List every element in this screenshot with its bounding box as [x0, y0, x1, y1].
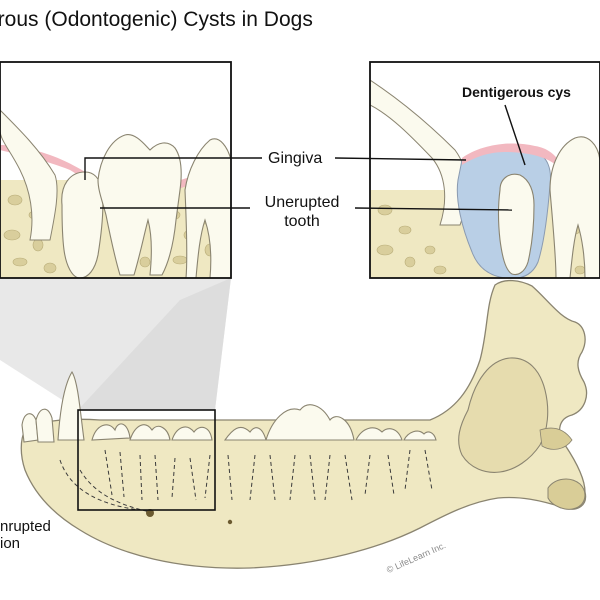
condyle: [547, 478, 586, 510]
molar-1: [355, 427, 403, 441]
tooth-crown-center: [97, 134, 182, 276]
highlight-box: [77, 409, 216, 511]
detail-panel-right: [369, 61, 600, 279]
molar-2: [403, 430, 437, 441]
coronoid-shadow: [539, 427, 573, 450]
premolar-4: [223, 426, 267, 441]
callout-shadow-connector: [78, 278, 231, 410]
label-unerupted-region: nrupted ion: [0, 518, 51, 552]
carnassial: [265, 404, 355, 441]
mandible: [20, 279, 588, 569]
gingiva-right: [462, 143, 560, 165]
unerupted-tooth-left: [61, 171, 104, 278]
adjacent-tooth-right: [370, 79, 468, 226]
premolar-2: [129, 424, 171, 441]
label-unerupted-tooth-line1: Unerupted: [264, 194, 340, 211]
label-dentigerous-cyst: Dentigerous cys: [462, 84, 571, 100]
unerupted-leader-right: [354, 207, 513, 211]
root-outlines: [59, 449, 433, 513]
gingiva-leader: [84, 157, 262, 180]
label-unerupted-region-line2: ion: [0, 535, 21, 552]
detail-panel-left: [0, 61, 232, 279]
label-gingiva: Gingiva: [268, 150, 323, 167]
premolar-1: [91, 423, 131, 441]
foramen-1: [146, 509, 154, 517]
ramus-fossa: [458, 357, 549, 473]
tooth-crown-right-panel: [549, 136, 600, 278]
gingiva-leader-right: [334, 157, 467, 161]
teeth-row: [21, 370, 437, 443]
cyst-leader: [504, 104, 526, 166]
page-title: erous (Odontogenic) Cysts in Dogs: [0, 8, 313, 31]
incisor-1: [21, 413, 39, 443]
incisor-2: [35, 408, 55, 443]
label-unerupted-tooth-line2: tooth: [284, 213, 320, 230]
premolar-3: [171, 426, 213, 441]
leader-lines: [84, 104, 526, 211]
label-unerupted-tooth: Unerupted tooth: [252, 193, 352, 231]
label-unerupted-region-line1: nrupted: [0, 518, 51, 535]
foramen-2: [227, 519, 233, 525]
adjacent-tooth-left: [0, 109, 58, 241]
unerupted-tooth-right: [497, 173, 535, 276]
